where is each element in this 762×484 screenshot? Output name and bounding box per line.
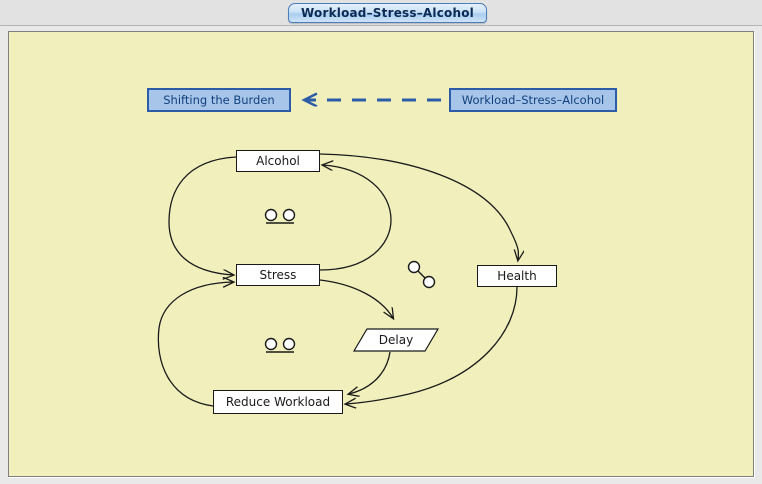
parallelogram-icon: [353, 328, 439, 352]
tab-strip: Workload–Stress–Alcohol: [0, 0, 762, 26]
edge-delay-to-reduce-workload: [349, 351, 391, 394]
node-health[interactable]: Health: [477, 265, 557, 287]
node-alcohol[interactable]: Alcohol: [236, 150, 320, 172]
edge-alcohol-to-stress: [168, 156, 237, 275]
node-delay[interactable]: Delay: [353, 328, 439, 352]
reinforcing-loop-icon-health: [405, 258, 441, 294]
edge-alcohol-to-health: [319, 153, 518, 260]
link-box-workload-stress-alcohol[interactable]: Workload–Stress–Alcohol: [449, 88, 617, 112]
edge-reduce-workload-to-stress: [157, 282, 233, 407]
link-box-shifting-the-burden[interactable]: Shifting the Burden: [147, 88, 291, 112]
diagram-canvas[interactable]: Shifting the Burden Workload–Stress–Alco…: [8, 31, 754, 477]
edge-stress-to-alcohol: [319, 165, 392, 271]
diagram-canvas-inner: Shifting the Burden Workload–Stress–Alco…: [9, 32, 753, 476]
node-stress[interactable]: Stress: [236, 264, 320, 286]
edge-health-to-reduce-workload: [346, 286, 518, 404]
balancing-loop-icon-stress-reduce: [261, 335, 301, 359]
node-delay-label: Delay: [378, 333, 414, 347]
tab-workload-stress-alcohol[interactable]: Workload–Stress–Alcohol: [288, 3, 487, 23]
edge-stress-to-delay: [319, 279, 393, 318]
diagram-edges-layer: [157, 32, 754, 477]
node-reduce-workload[interactable]: Reduce Workload: [213, 390, 343, 414]
balancing-loop-icon-alcohol-stress: [261, 206, 301, 230]
